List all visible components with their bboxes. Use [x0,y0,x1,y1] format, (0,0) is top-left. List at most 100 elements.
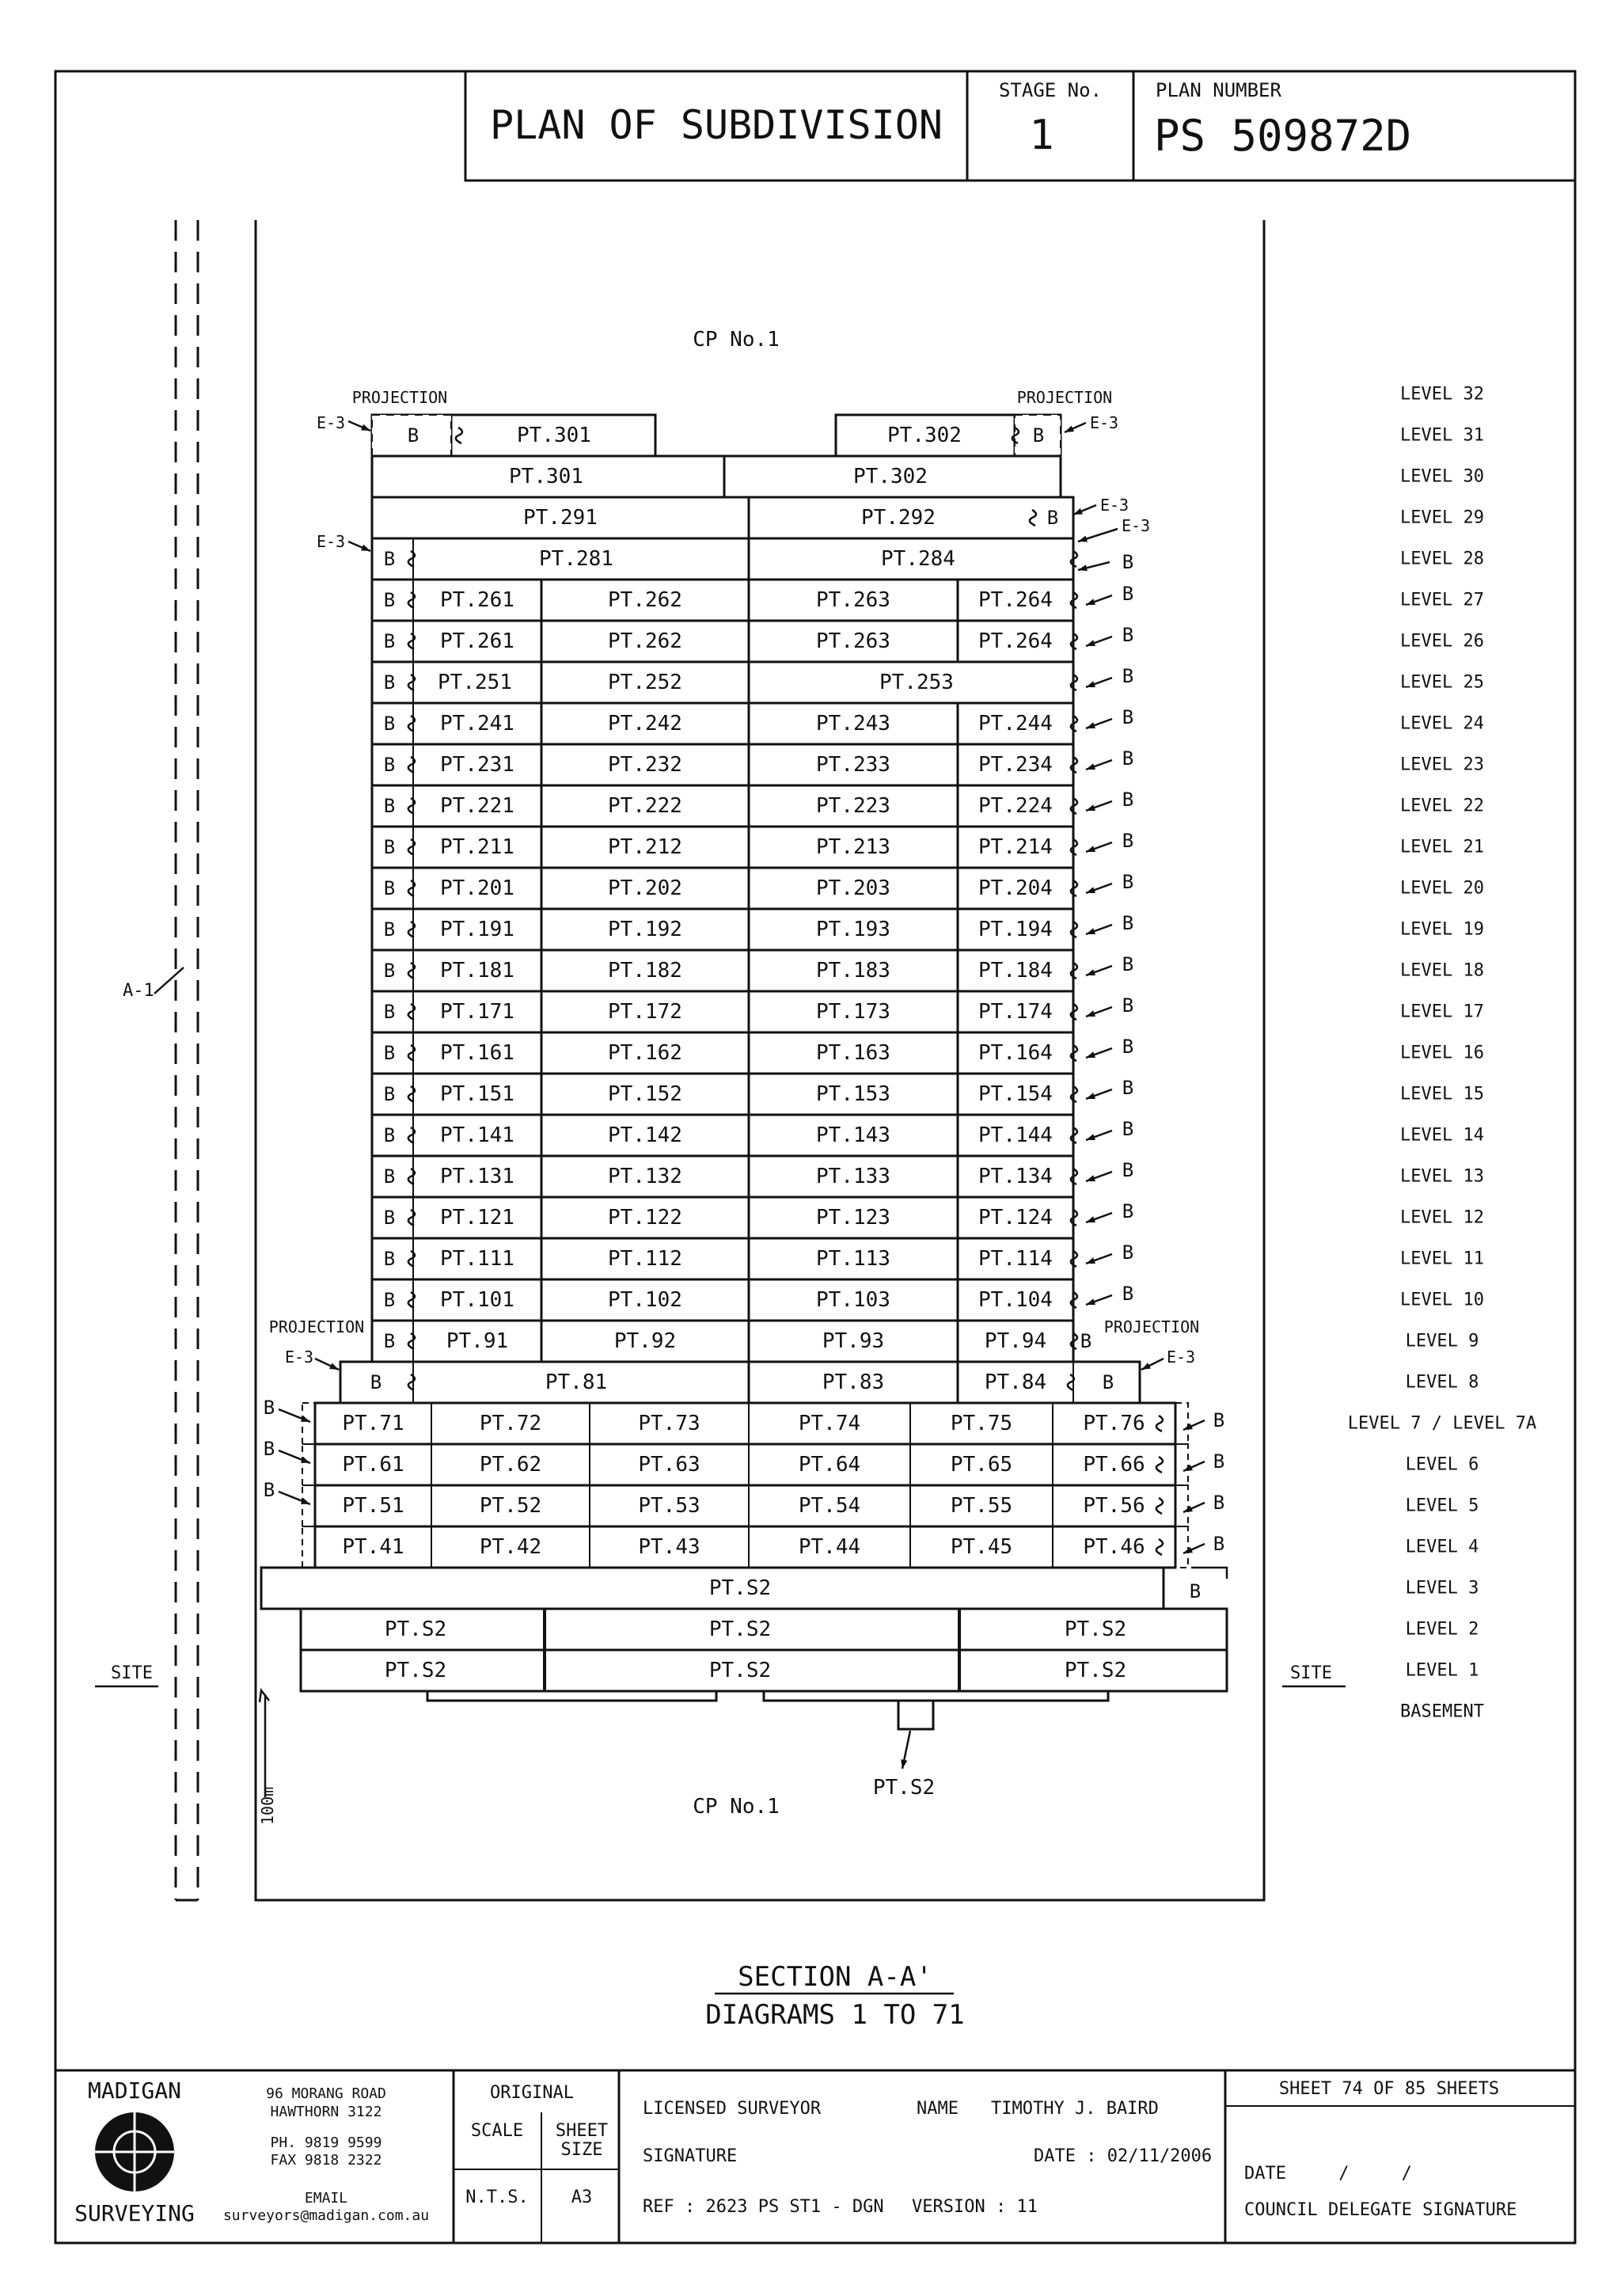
lot-label: PT.174 [978,1000,1053,1024]
lot-label: PT.92 [614,1329,676,1353]
leader-arrow-head [1065,425,1074,432]
projection-label: PROJECTION [269,1317,364,1336]
lot-box [299,1648,1228,1693]
lot-label: PT.202 [608,876,682,900]
lot-label: PT.65 [951,1453,1012,1477]
lot-label: PT.141 [440,1123,514,1147]
boundary-squiggle [1069,1126,1079,1145]
b-label: B [384,918,395,941]
leader-arrow-head [1086,1298,1095,1306]
boundary-squiggle [1069,879,1079,898]
leader-arrow-head [361,544,370,551]
level-label: LEVEL 22 [1400,796,1484,816]
site-outline [254,220,1266,1902]
b-label: B [1122,1283,1133,1305]
stage-label: STAGE No. [999,79,1102,101]
original-label: ORIGINAL [490,2083,574,2103]
b-label: B [1122,1118,1133,1140]
lot-label: PT.84 [985,1370,1046,1394]
phone: PH. 9819 9599 [271,2134,382,2151]
lot-label: PT.52 [480,1494,541,1518]
email-label: EMAIL [305,2190,347,2207]
lot-label: PT.101 [440,1288,514,1312]
lot-box [370,1154,1075,1199]
b-label: B [1122,551,1133,573]
lot-label: PT.62 [480,1453,541,1477]
lot-box [747,537,1075,581]
boundary-squiggle [1069,1249,1079,1268]
level-label: LEVEL 4 [1406,1538,1479,1557]
a1-label: A-1 [123,981,154,1001]
surveyor-name: TIMOTHY J. BAIRD [991,2099,1159,2119]
lot-label: PT.222 [608,794,682,818]
b-label: B [1122,1159,1133,1181]
lot-label: PT.301 [509,465,583,488]
lot-label: PT.122 [608,1206,682,1230]
lot-label: PT.74 [799,1412,860,1435]
lot-label: PT.76 [1083,1412,1145,1435]
company-name-top: MADIGAN [88,2077,181,2104]
lot-label: PT.224 [978,794,1053,818]
lot-box [370,1319,1075,1363]
lot-label: PT.213 [816,835,890,859]
plan-number: PS 509872D [1154,111,1411,161]
leader-arrow-head [1086,969,1095,976]
lot-label: PT.164 [978,1041,1053,1065]
email: surveyors@madigan.com.au [223,2207,429,2224]
lot-box [313,1484,1177,1528]
leader-arrow-head [1086,640,1095,647]
lot-label: PT.72 [480,1412,541,1435]
b-label: B [384,754,395,776]
lot-label: PT.51 [342,1494,404,1518]
b-label: B [1033,424,1044,447]
lot-label: PT.252 [608,671,682,694]
boundary-squiggle [1069,961,1079,980]
lot-label: PT.144 [978,1123,1053,1147]
lot-label: PT.284 [881,547,955,571]
lot-label: PT.124 [978,1206,1053,1230]
cp-top-label: CP No.1 [693,328,780,352]
boundary-squiggle [1069,1291,1079,1310]
lot-box [370,907,1075,952]
balcony-projection [302,1402,316,1445]
lot-box [339,1360,1141,1405]
balcony-projection [1175,1443,1189,1486]
leader-arrow-head [1183,1464,1193,1471]
boundary-squiggle [1069,1332,1079,1351]
lot-label: PT.S2 [1065,1659,1126,1682]
leader-arrow-head [1086,1175,1095,1182]
level-label: LEVEL 23 [1400,755,1484,775]
site-label-right: SITE [1290,1663,1332,1683]
b-label: B [1213,1450,1224,1473]
b-label: B [384,795,395,817]
balcony-projection [1175,1484,1189,1527]
leader-arrow-head [1078,535,1088,542]
lot-box [723,454,1062,499]
balcony-projection [302,1443,316,1486]
b-label: B [1047,507,1058,529]
lot-box [370,578,1075,622]
sheet-size-label-2: SIZE [561,2140,603,2160]
lot-box [313,1401,1177,1446]
lot-label: PT.104 [978,1288,1053,1312]
boundary-squiggle [1069,591,1079,610]
lot-box [370,1031,1075,1075]
level-label: LEVEL 16 [1400,1043,1484,1063]
name-label: NAME [917,2099,959,2119]
level-label: LEVEL 8 [1406,1373,1479,1393]
projection-label: PROJECTION [352,388,447,407]
boundary-squiggle [407,673,416,692]
b-label: B [1213,1492,1224,1514]
leader-arrow-head [301,1456,310,1463]
basement-lot-label: PT.S2 [873,1776,935,1800]
lot-label: PT.131 [440,1165,514,1188]
balcony-projection [302,1484,316,1527]
boundary-squiggle [407,1291,416,1310]
b-label: B [370,1371,382,1393]
lot-label: PT.244 [978,712,1053,736]
level-label: LEVEL 25 [1400,673,1484,693]
boundary-squiggle [407,549,416,568]
b-label: B [1122,1241,1133,1264]
fax: FAX 9818 2322 [271,2152,382,2169]
